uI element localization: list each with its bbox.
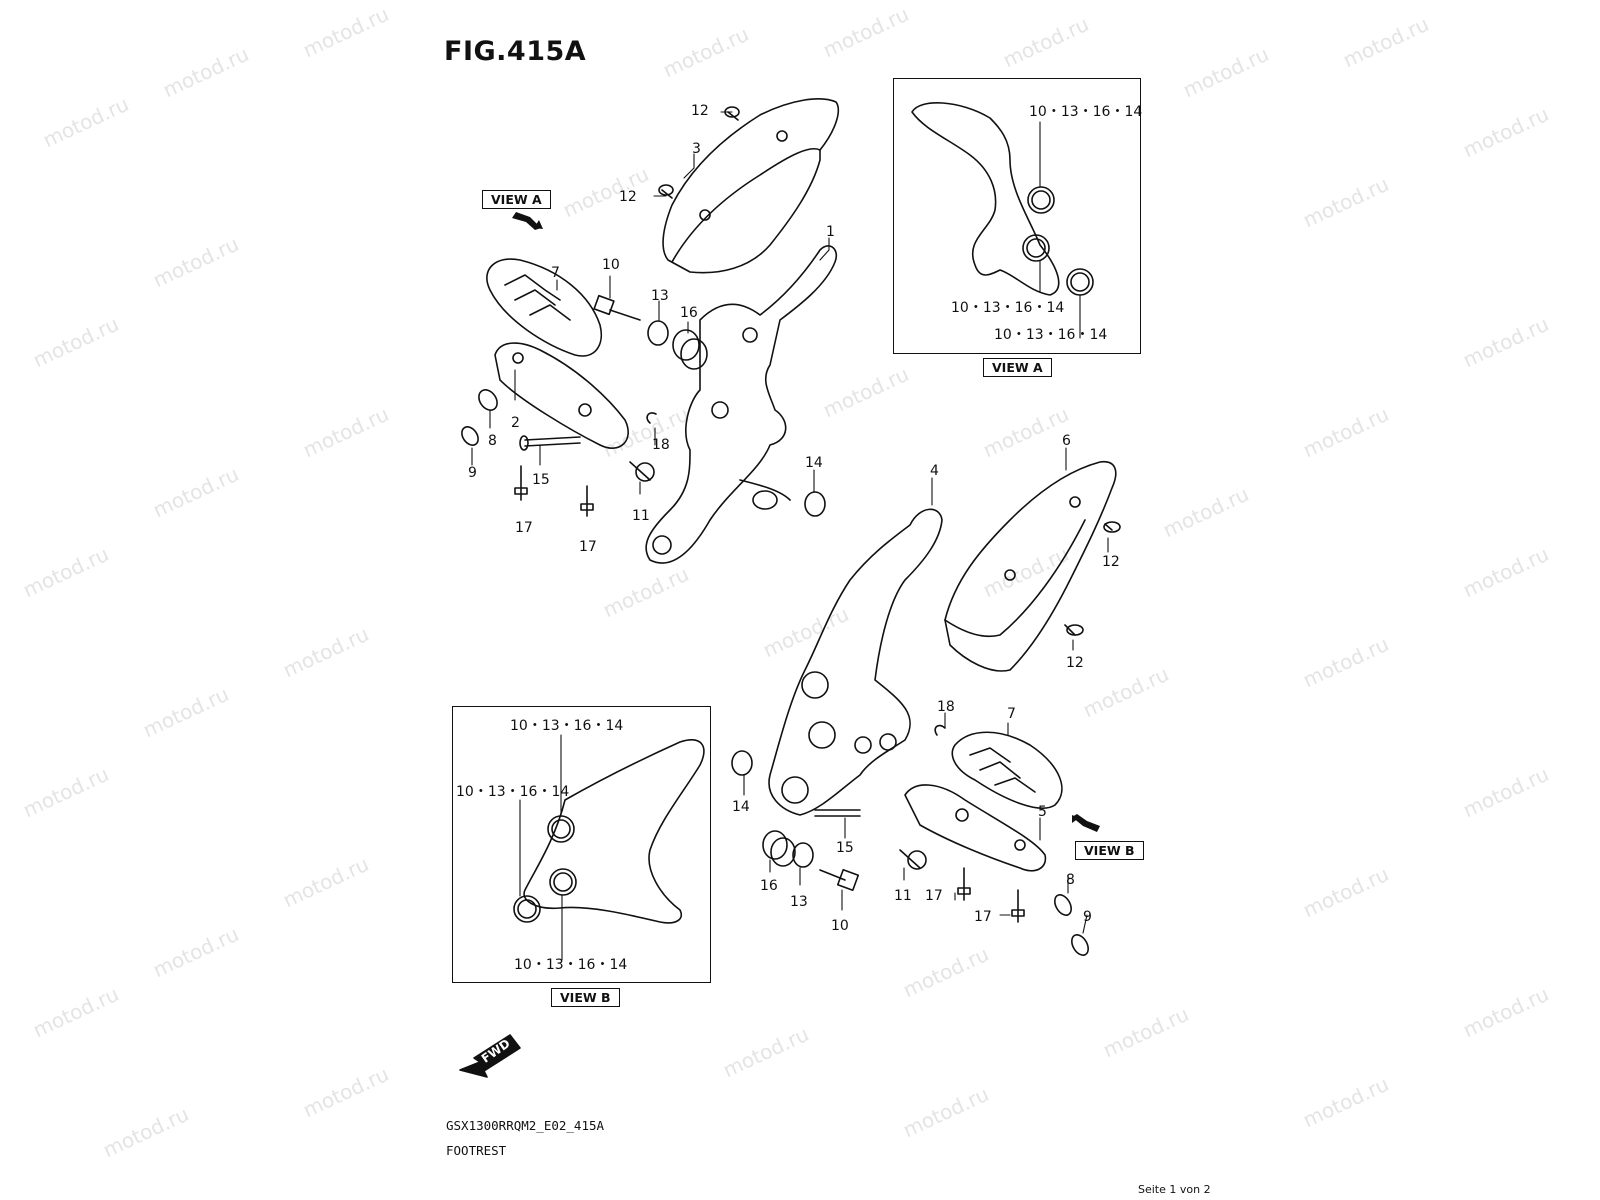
callout-18: 18 bbox=[652, 437, 670, 453]
callout-12: 12 bbox=[1066, 655, 1084, 671]
leader-lines bbox=[471, 111, 1109, 961]
screw-part-17-right-b bbox=[1011, 889, 1025, 923]
footrest-bracket-part-1 bbox=[645, 245, 838, 564]
callout-12: 12 bbox=[619, 189, 637, 205]
footpeg-holder-part-5-right bbox=[904, 784, 1047, 872]
callout-9: 9 bbox=[1083, 909, 1092, 925]
callout-12: 12 bbox=[1102, 554, 1120, 570]
callout-16: 16 bbox=[680, 305, 698, 321]
view-a-tag: VIEW A bbox=[983, 358, 1052, 377]
view-a-callout: 10・13・16・14 bbox=[951, 300, 1065, 316]
view-a-arrow bbox=[512, 212, 543, 230]
bushing-part-16-right bbox=[762, 830, 796, 867]
callout-7: 7 bbox=[1007, 706, 1016, 722]
callout-1: 1 bbox=[826, 224, 835, 240]
washer-part-13-right bbox=[792, 842, 814, 868]
view-b-drawing bbox=[513, 739, 705, 924]
callout-6: 6 bbox=[1062, 433, 1071, 449]
footpeg-part-7-right bbox=[951, 731, 1063, 809]
washer-part-14-left bbox=[804, 491, 826, 517]
fwd-arrow-icon bbox=[459, 1034, 521, 1078]
view-b-arrow bbox=[1072, 814, 1100, 832]
callout-17: 17 bbox=[515, 520, 533, 536]
footpeg-holder-part-2-left bbox=[494, 342, 629, 449]
callout-7: 7 bbox=[551, 265, 560, 281]
bushing-part-16-left bbox=[672, 329, 708, 370]
view-b-frame bbox=[452, 706, 711, 983]
callout-5: 5 bbox=[1038, 804, 1047, 820]
callout-13: 13 bbox=[651, 288, 669, 304]
pin-part-8-right bbox=[1054, 894, 1072, 916]
spring-part-11-right bbox=[899, 849, 927, 870]
callout-17: 17 bbox=[925, 888, 943, 904]
heel-guard-part-3 bbox=[662, 98, 840, 274]
washer-part-13-left bbox=[647, 320, 669, 346]
bolt-part-10-right bbox=[819, 868, 860, 892]
view-a-tag: VIEW A bbox=[482, 190, 551, 209]
callout-11: 11 bbox=[632, 508, 650, 524]
shaft-part-15-left bbox=[519, 435, 581, 451]
callout-9: 9 bbox=[468, 465, 477, 481]
callout-15: 15 bbox=[532, 472, 550, 488]
view-a-drawing bbox=[911, 102, 1094, 296]
view-b-callout: 10・13・16・14 bbox=[456, 784, 570, 800]
screw-part-12-right-b bbox=[1064, 624, 1084, 636]
spring-part-11-left bbox=[629, 461, 655, 482]
callout-4: 4 bbox=[930, 463, 939, 479]
figure-code: GSX1300RRQM2_E02_415A bbox=[446, 1118, 605, 1133]
screw-part-12-right-a bbox=[1103, 521, 1121, 533]
e-ring-part-18-left bbox=[646, 412, 657, 424]
bolt-part-10-left bbox=[593, 294, 641, 321]
callout-8: 8 bbox=[488, 433, 497, 449]
pin-part-9-left bbox=[461, 426, 479, 446]
figure-name: FOOTREST bbox=[446, 1143, 507, 1158]
callout-14: 14 bbox=[805, 455, 823, 471]
heel-guard-part-6 bbox=[944, 461, 1117, 672]
callout-13: 13 bbox=[790, 894, 808, 910]
screw-part-12-left-b bbox=[658, 184, 674, 199]
screw-part-12-left-a bbox=[724, 106, 740, 121]
view-b-tag: VIEW B bbox=[551, 988, 620, 1007]
callout-2: 2 bbox=[511, 415, 520, 431]
callout-8: 8 bbox=[1066, 872, 1075, 888]
callout-15: 15 bbox=[836, 840, 854, 856]
page-indicator: Seite 1 von 2 bbox=[1138, 1183, 1211, 1196]
callout-17: 17 bbox=[974, 909, 992, 925]
figure-title: FIG.415A bbox=[444, 36, 587, 67]
pin-part-8-left bbox=[478, 389, 498, 411]
screw-part-17-left-b bbox=[580, 485, 594, 517]
e-ring-part-18-right bbox=[934, 724, 946, 736]
callout-10: 10 bbox=[602, 257, 620, 273]
callout-18: 18 bbox=[937, 699, 955, 715]
view-a-callout: 10・13・16・14 bbox=[994, 327, 1108, 343]
callout-17: 17 bbox=[579, 539, 597, 555]
pin-part-9-right bbox=[1071, 934, 1089, 956]
view-b-tag: VIEW B bbox=[1075, 841, 1144, 860]
callout-11: 11 bbox=[894, 888, 912, 904]
screw-part-17-right-a bbox=[957, 867, 971, 901]
view-b-callout: 10・13・16・14 bbox=[514, 957, 628, 973]
shaft-part-15-right bbox=[814, 809, 861, 817]
callout-16: 16 bbox=[760, 878, 778, 894]
callout-10: 10 bbox=[831, 918, 849, 934]
callout-14: 14 bbox=[732, 799, 750, 815]
view-b-callout: 10・13・16・14 bbox=[510, 718, 624, 734]
washer-part-14-right bbox=[731, 750, 753, 776]
callout-12: 12 bbox=[691, 103, 709, 119]
screw-part-17-left-a bbox=[514, 465, 528, 501]
footrest-bracket-part-4 bbox=[768, 508, 943, 816]
callout-3: 3 bbox=[692, 141, 701, 157]
footpeg-part-7-left bbox=[486, 258, 602, 357]
view-a-frame bbox=[893, 78, 1141, 354]
view-a-callout: 10・13・16・14 bbox=[1029, 104, 1143, 120]
